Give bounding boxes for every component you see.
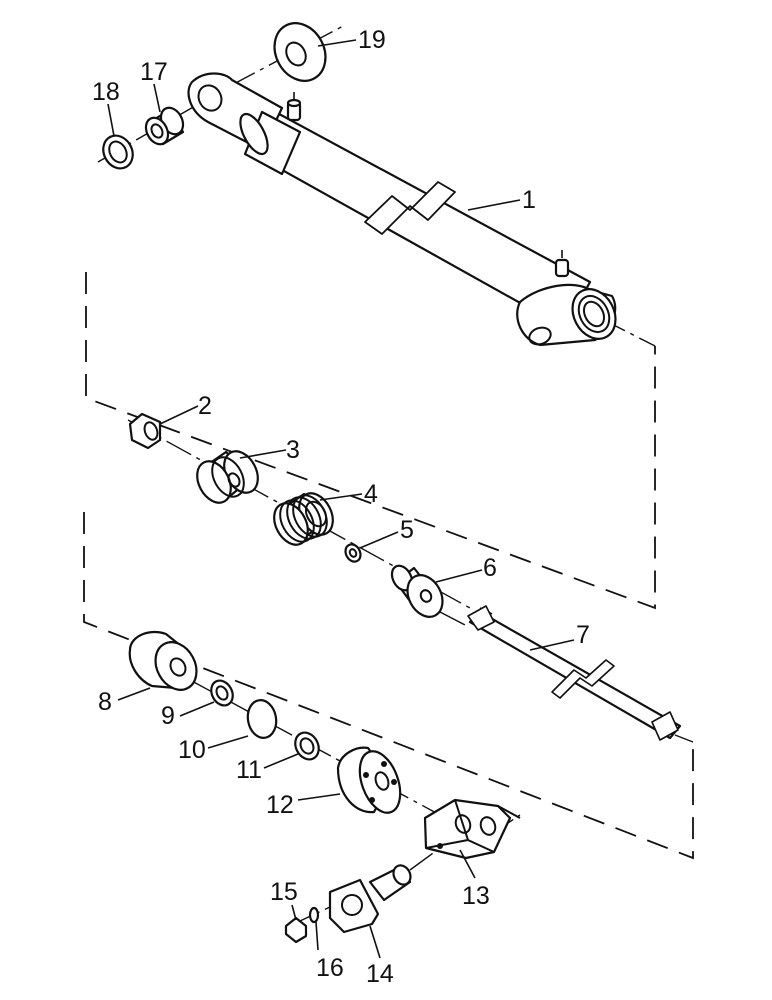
label-part-7: 7 — [576, 621, 590, 649]
label-part-8: 8 — [98, 688, 112, 716]
part-5-o-ring — [344, 543, 362, 563]
rod-axis-line — [439, 611, 694, 743]
label-part-5: 5 — [400, 516, 414, 544]
leader-4 — [319, 493, 363, 501]
leader-3 — [239, 449, 287, 459]
label-part-13: 13 — [462, 882, 490, 910]
label-part-11: 11 — [236, 756, 262, 784]
part-14-pin — [328, 864, 412, 934]
part-18-snap-ring — [102, 134, 134, 170]
part-17-bushing — [144, 106, 185, 146]
label-part-9: 9 — [161, 702, 175, 730]
part-19-washer — [273, 22, 327, 82]
leader-7 — [529, 639, 575, 651]
label-part-4: 4 — [364, 480, 378, 508]
part-3-piston — [196, 450, 259, 504]
part-13-clevis — [423, 798, 521, 860]
label-part-18: 18 — [92, 78, 120, 106]
label-part-10: 10 — [178, 736, 206, 764]
part-12-flange-nut — [336, 746, 402, 814]
leader-1 — [467, 199, 521, 211]
label-part-19: 19 — [358, 26, 386, 54]
leader-15 — [291, 904, 297, 921]
label-part-12: 12 — [266, 791, 294, 819]
upper-dashed-assembly-box — [85, 272, 656, 610]
part-9-wiper — [210, 679, 234, 707]
leader-17 — [153, 83, 161, 113]
label-part-1: 1 — [522, 186, 536, 214]
part-4-piston-seal — [273, 492, 334, 546]
leader-12 — [297, 793, 341, 801]
part-10-o-ring — [246, 699, 278, 739]
part-15-bolt — [284, 916, 308, 944]
label-part-16: 16 — [316, 954, 344, 982]
leader-5 — [359, 531, 399, 549]
leader-16 — [315, 921, 319, 951]
leader-11 — [263, 753, 299, 769]
part-11-rod-seal — [294, 731, 320, 761]
leader-14 — [369, 925, 381, 959]
label-part-15: 15 — [270, 878, 298, 906]
leader-19 — [317, 39, 357, 47]
part-6-guide-bush — [390, 564, 444, 618]
part-7-piston-rod — [467, 605, 682, 741]
leader-9 — [179, 701, 215, 717]
leader-13 — [459, 849, 476, 879]
leader-8 — [117, 687, 151, 701]
leader-2 — [159, 405, 199, 425]
leader-10 — [207, 735, 249, 749]
part-8-cylinder-head — [128, 630, 198, 691]
lower-dashed-assembly-box — [83, 512, 694, 860]
part-16-washer — [308, 906, 320, 924]
label-part-2: 2 — [198, 392, 212, 420]
label-part-6: 6 — [483, 554, 497, 582]
part-2-nut — [128, 412, 162, 450]
label-part-17: 17 — [140, 58, 168, 86]
label-part-14: 14 — [366, 960, 394, 988]
leader-6 — [435, 569, 483, 583]
leader-18 — [107, 103, 115, 137]
part-1-cylinder-barrel — [187, 72, 617, 347]
label-part-3: 3 — [286, 436, 300, 464]
